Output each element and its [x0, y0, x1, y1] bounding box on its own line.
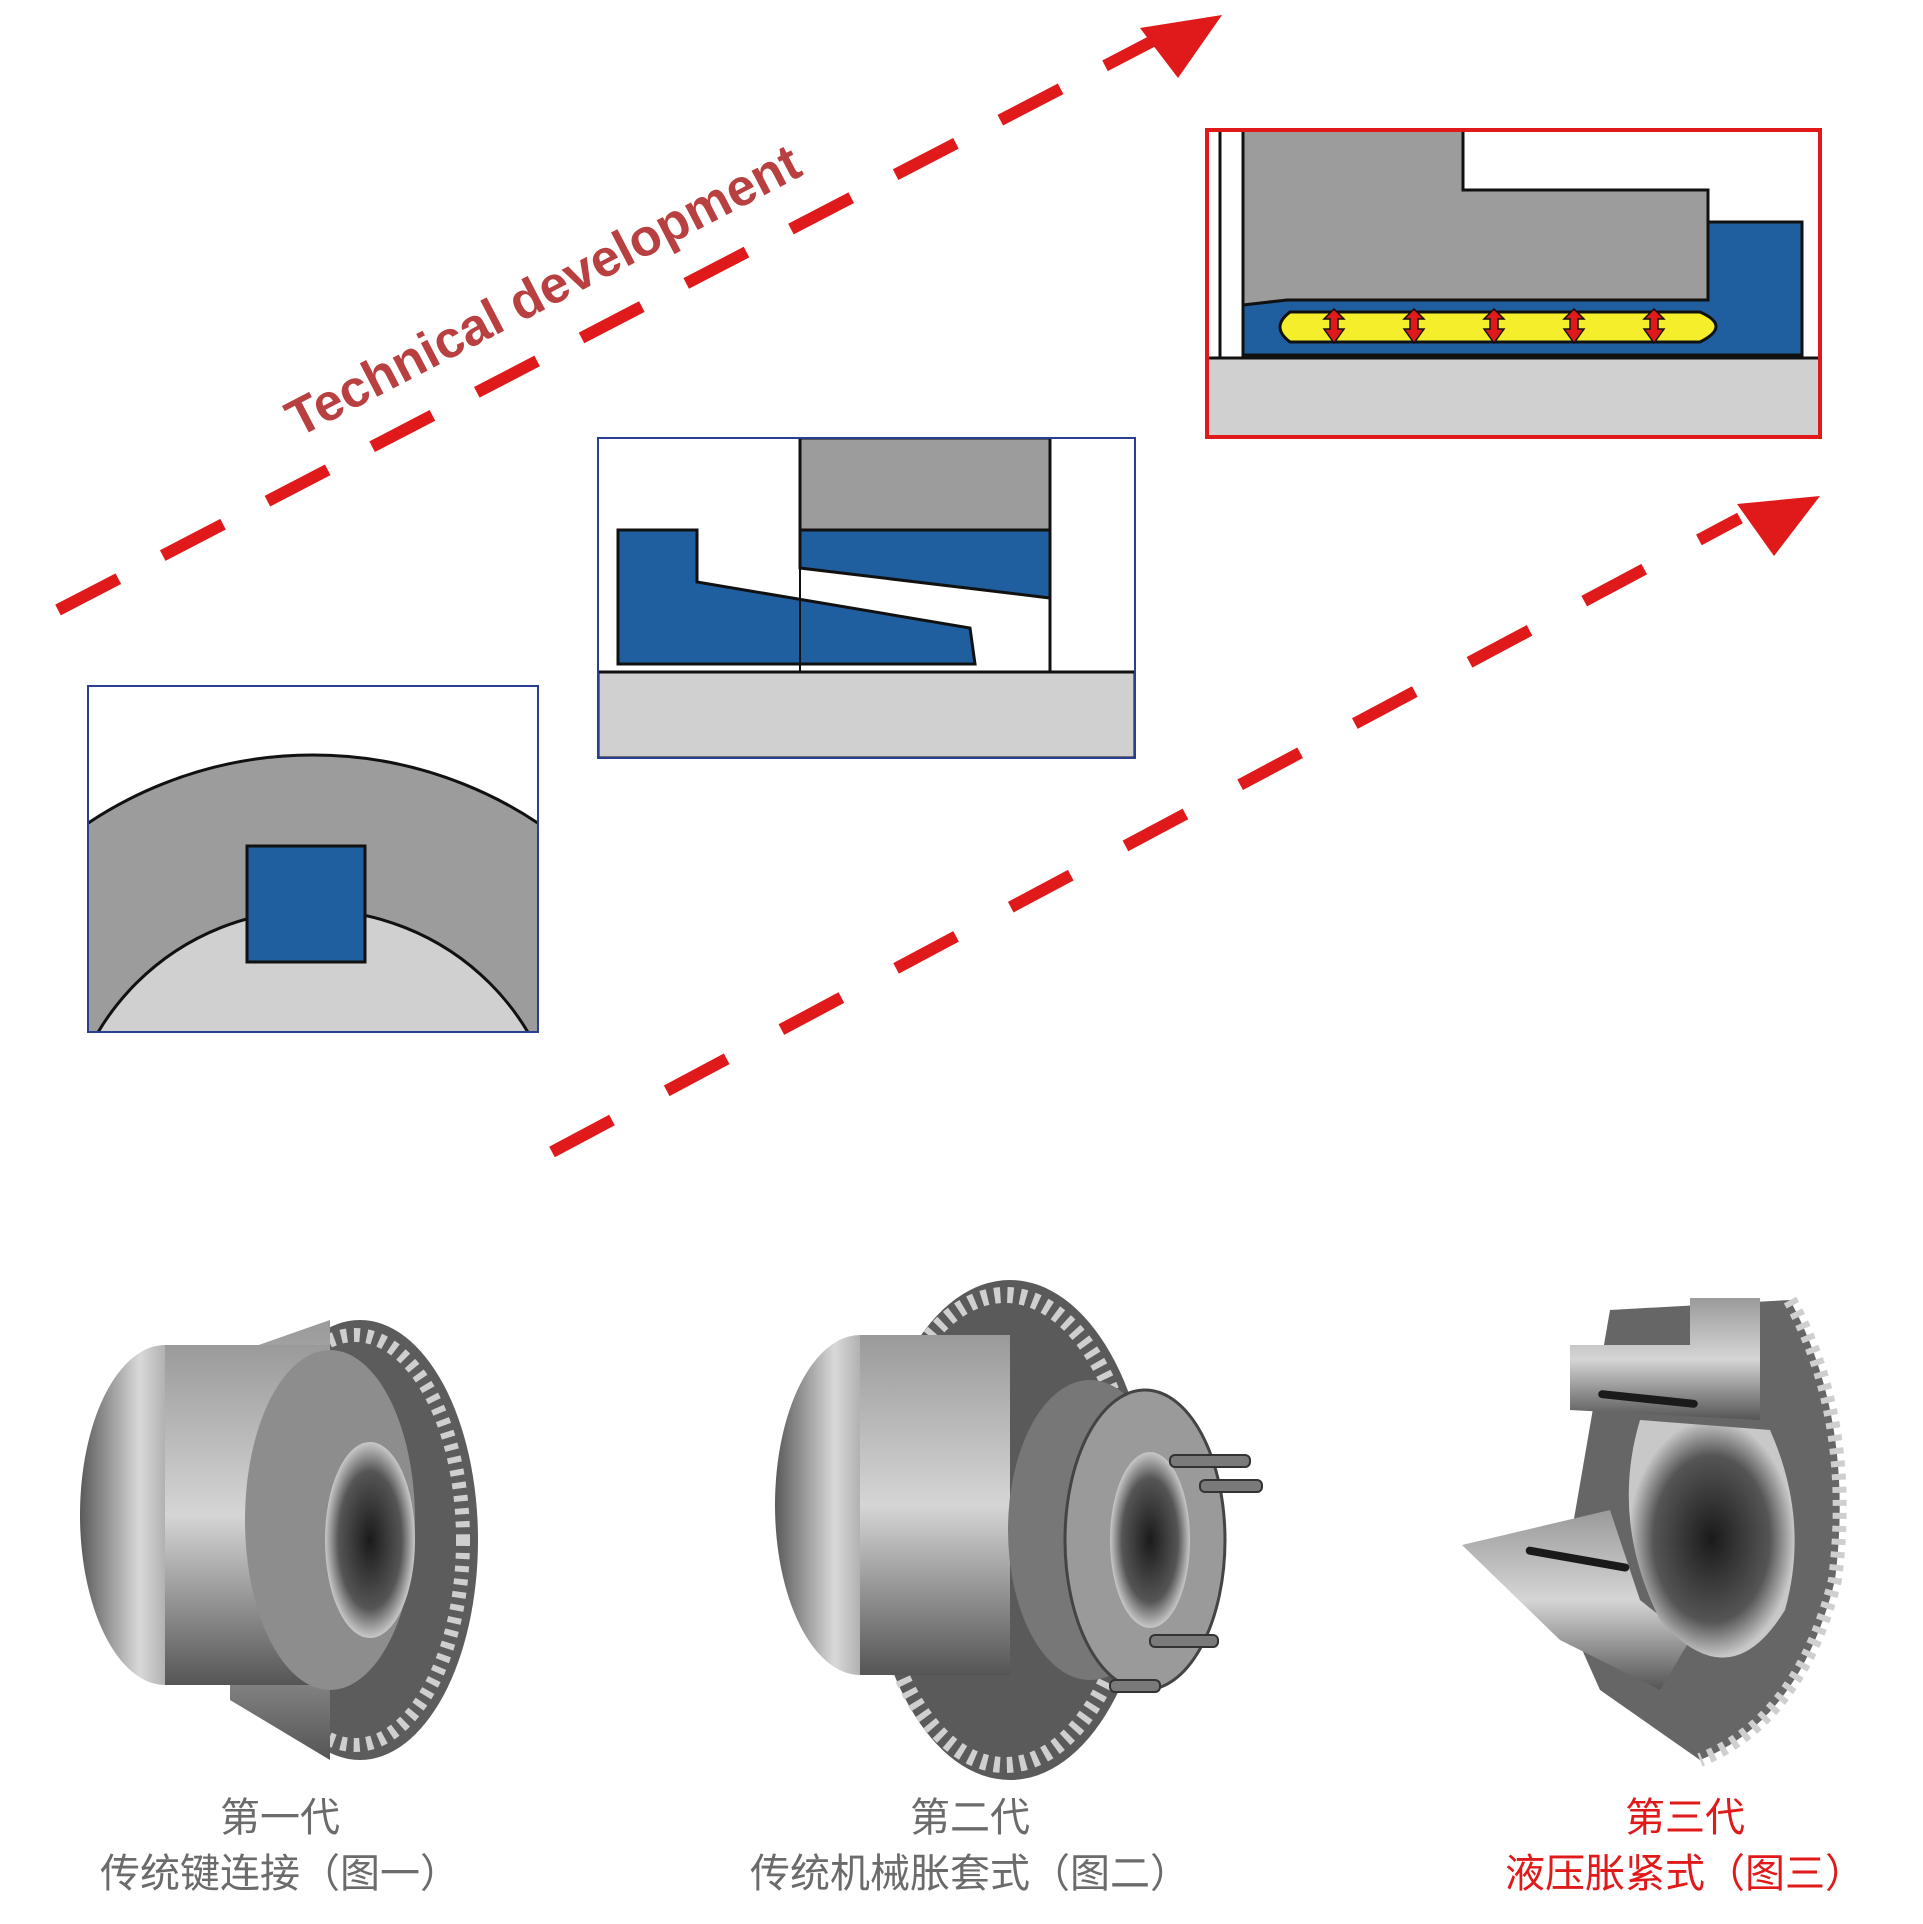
- lower-arrowhead: [1737, 496, 1820, 556]
- product-name: 传统键连接（图一）: [100, 1851, 460, 1897]
- panel-mechanical-shrink: [597, 437, 1136, 759]
- hub: [798, 438, 1052, 532]
- generation-label: 第二代: [910, 1795, 1030, 1841]
- caption-generation-2: 第二代 传统机械胀套式（图二）: [700, 1790, 1240, 1902]
- lower-dashed-arrow: [549, 496, 1820, 1158]
- pressure-arrows: [1322, 307, 1666, 345]
- generation-label: 第一代: [220, 1795, 340, 1841]
- bore: [325, 1442, 415, 1638]
- product-name: 液压胀紧式（图三）: [1505, 1851, 1865, 1897]
- inner-bore: [1628, 1420, 1795, 1658]
- product-hydraulic-gear: [1462, 1296, 1847, 1767]
- key-block: [245, 844, 367, 964]
- arrow-label: Technical development: [277, 133, 810, 448]
- shaft: [1207, 356, 1820, 437]
- shaft: [598, 670, 1135, 758]
- panel-hydraulic-expansion: [1205, 128, 1822, 439]
- caption-generation-3: 第三代 液压胀紧式（图三）: [1470, 1790, 1900, 1902]
- product-shrink-disc-gear: [775, 1280, 1263, 1780]
- upper-dashed-arrow: [55, 15, 1222, 616]
- product-name: 传统机械胀套式（图二）: [750, 1851, 1190, 1897]
- inner-wedge-ring: [616, 528, 977, 666]
- bolts: [1109, 1454, 1263, 1693]
- product-keyed-gear: [80, 1320, 478, 1760]
- upper-arrowhead: [1140, 15, 1222, 78]
- generation-label: 第三代: [1625, 1795, 1745, 1841]
- caption-generation-1: 第一代 传统键连接（图一）: [40, 1790, 520, 1902]
- panel-key-connection: [87, 685, 539, 1033]
